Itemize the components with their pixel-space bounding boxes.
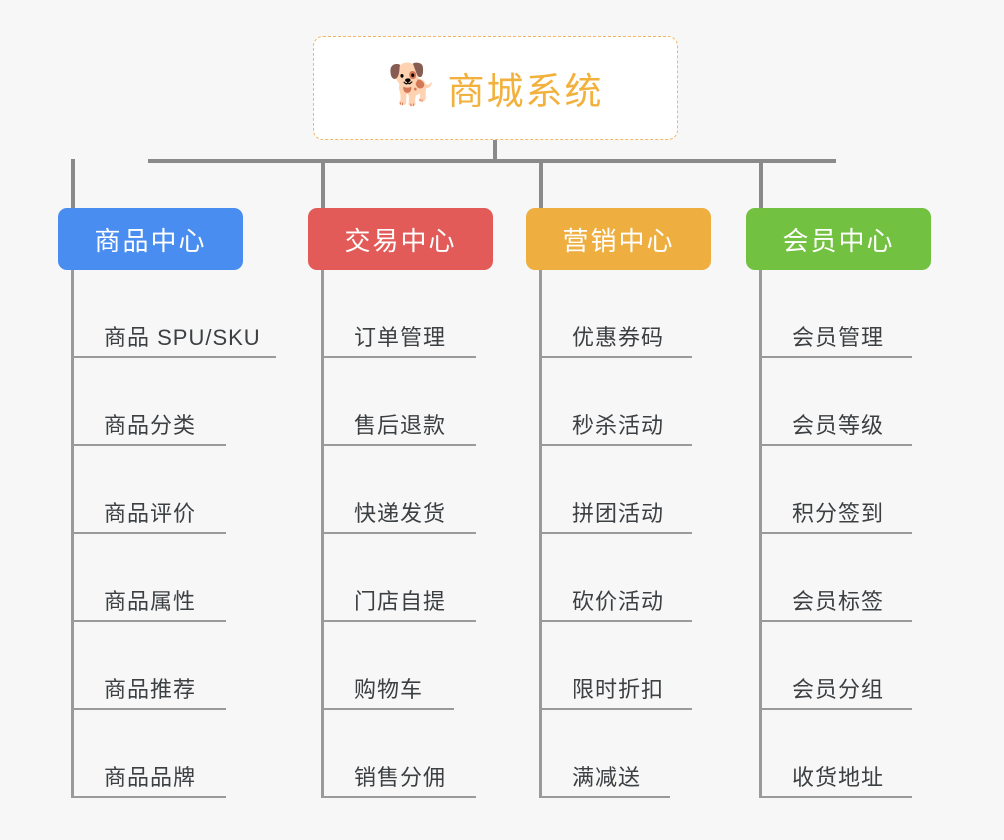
leaf-item-label: 拼团活动: [572, 500, 665, 526]
leaf-item[interactable]: 满减送: [539, 710, 670, 798]
leaf-item[interactable]: 会员管理: [759, 270, 912, 358]
shiba-inu-icon: 🐕: [387, 63, 438, 107]
leaf-item-label: 积分签到: [792, 500, 885, 526]
leaf-item[interactable]: 秒杀活动: [539, 358, 692, 446]
connector-drop-trade-center: [321, 159, 325, 208]
connector-horizontal-bus: [148, 159, 836, 163]
leaf-item-label: 秒杀活动: [572, 412, 665, 438]
category-box-trade-center[interactable]: 交易中心: [308, 208, 493, 270]
leaf-item-label: 售后退款: [354, 412, 447, 438]
leaf-item-label: 砍价活动: [572, 588, 665, 614]
leaf-item-label: 会员等级: [792, 412, 885, 438]
leaf-item[interactable]: 拼团活动: [539, 446, 692, 534]
column-trunk-product-center: [71, 270, 74, 798]
leaf-item-label: 购物车: [354, 676, 424, 702]
leaf-item-label: 会员管理: [792, 324, 885, 350]
leaf-item[interactable]: 积分签到: [759, 446, 912, 534]
leaf-item-label: 满减送: [572, 764, 642, 790]
leaf-item[interactable]: 商品分类: [71, 358, 226, 446]
leaf-item[interactable]: 购物车: [321, 622, 454, 710]
leaf-item-label: 会员标签: [792, 588, 885, 614]
leaf-item-label: 订单管理: [354, 324, 447, 350]
leaf-item-label: 门店自提: [354, 588, 447, 614]
column-trunk-trade-center: [321, 270, 324, 798]
leaf-item[interactable]: 会员分组: [759, 622, 912, 710]
leaf-item[interactable]: 商品品牌: [71, 710, 226, 798]
leaf-item[interactable]: 砍价活动: [539, 534, 692, 622]
column-trunk-marketing-center: [539, 270, 542, 798]
category-label: 营销中心: [562, 225, 675, 256]
leaf-item[interactable]: 会员等级: [759, 358, 912, 446]
leaf-item[interactable]: 限时折扣: [539, 622, 692, 710]
category-label: 会员中心: [782, 225, 895, 256]
leaf-item-label: 限时折扣: [572, 676, 665, 702]
root-node[interactable]: 🐕 商城系统: [313, 36, 678, 140]
leaf-item-label: 优惠券码: [572, 324, 665, 350]
category-label: 商品中心: [94, 225, 207, 256]
category-box-product-center[interactable]: 商品中心: [58, 208, 243, 270]
leaf-item-label: 会员分组: [792, 676, 885, 702]
leaf-item[interactable]: 售后退款: [321, 358, 476, 446]
leaf-item[interactable]: 门店自提: [321, 534, 476, 622]
leaf-item[interactable]: 优惠券码: [539, 270, 692, 358]
leaf-item[interactable]: 订单管理: [321, 270, 476, 358]
leaf-item-label: 商品分类: [104, 412, 197, 438]
leaf-item-label: 商品品牌: [104, 764, 197, 790]
leaf-item-label: 商品属性: [104, 588, 197, 614]
leaf-item-label: 收货地址: [792, 764, 885, 790]
leaf-item[interactable]: 收货地址: [759, 710, 912, 798]
leaf-item-label: 销售分佣: [354, 764, 447, 790]
leaf-item-label: 商品推荐: [104, 676, 197, 702]
column-trunk-member-center: [759, 270, 762, 798]
leaf-item-label: 商品 SPU/SKU: [104, 324, 261, 350]
leaf-item-label: 商品评价: [104, 500, 197, 526]
connector-drop-product-center: [71, 159, 75, 208]
leaf-item[interactable]: 商品属性: [71, 534, 226, 622]
category-box-member-center[interactable]: 会员中心: [746, 208, 931, 270]
leaf-item[interactable]: 快递发货: [321, 446, 476, 534]
leaf-item-label: 快递发货: [354, 500, 447, 526]
leaf-item[interactable]: 销售分佣: [321, 710, 476, 798]
category-label: 交易中心: [344, 225, 457, 256]
connector-drop-member-center: [759, 159, 763, 208]
category-box-marketing-center[interactable]: 营销中心: [526, 208, 711, 270]
root-title: 商城系统: [447, 71, 604, 112]
connector-drop-marketing-center: [539, 159, 543, 208]
leaf-item[interactable]: 商品评价: [71, 446, 226, 534]
leaf-item[interactable]: 商品推荐: [71, 622, 226, 710]
connector-root-stem: [493, 140, 497, 161]
leaf-item[interactable]: 商品 SPU/SKU: [71, 270, 276, 358]
leaf-item[interactable]: 会员标签: [759, 534, 912, 622]
